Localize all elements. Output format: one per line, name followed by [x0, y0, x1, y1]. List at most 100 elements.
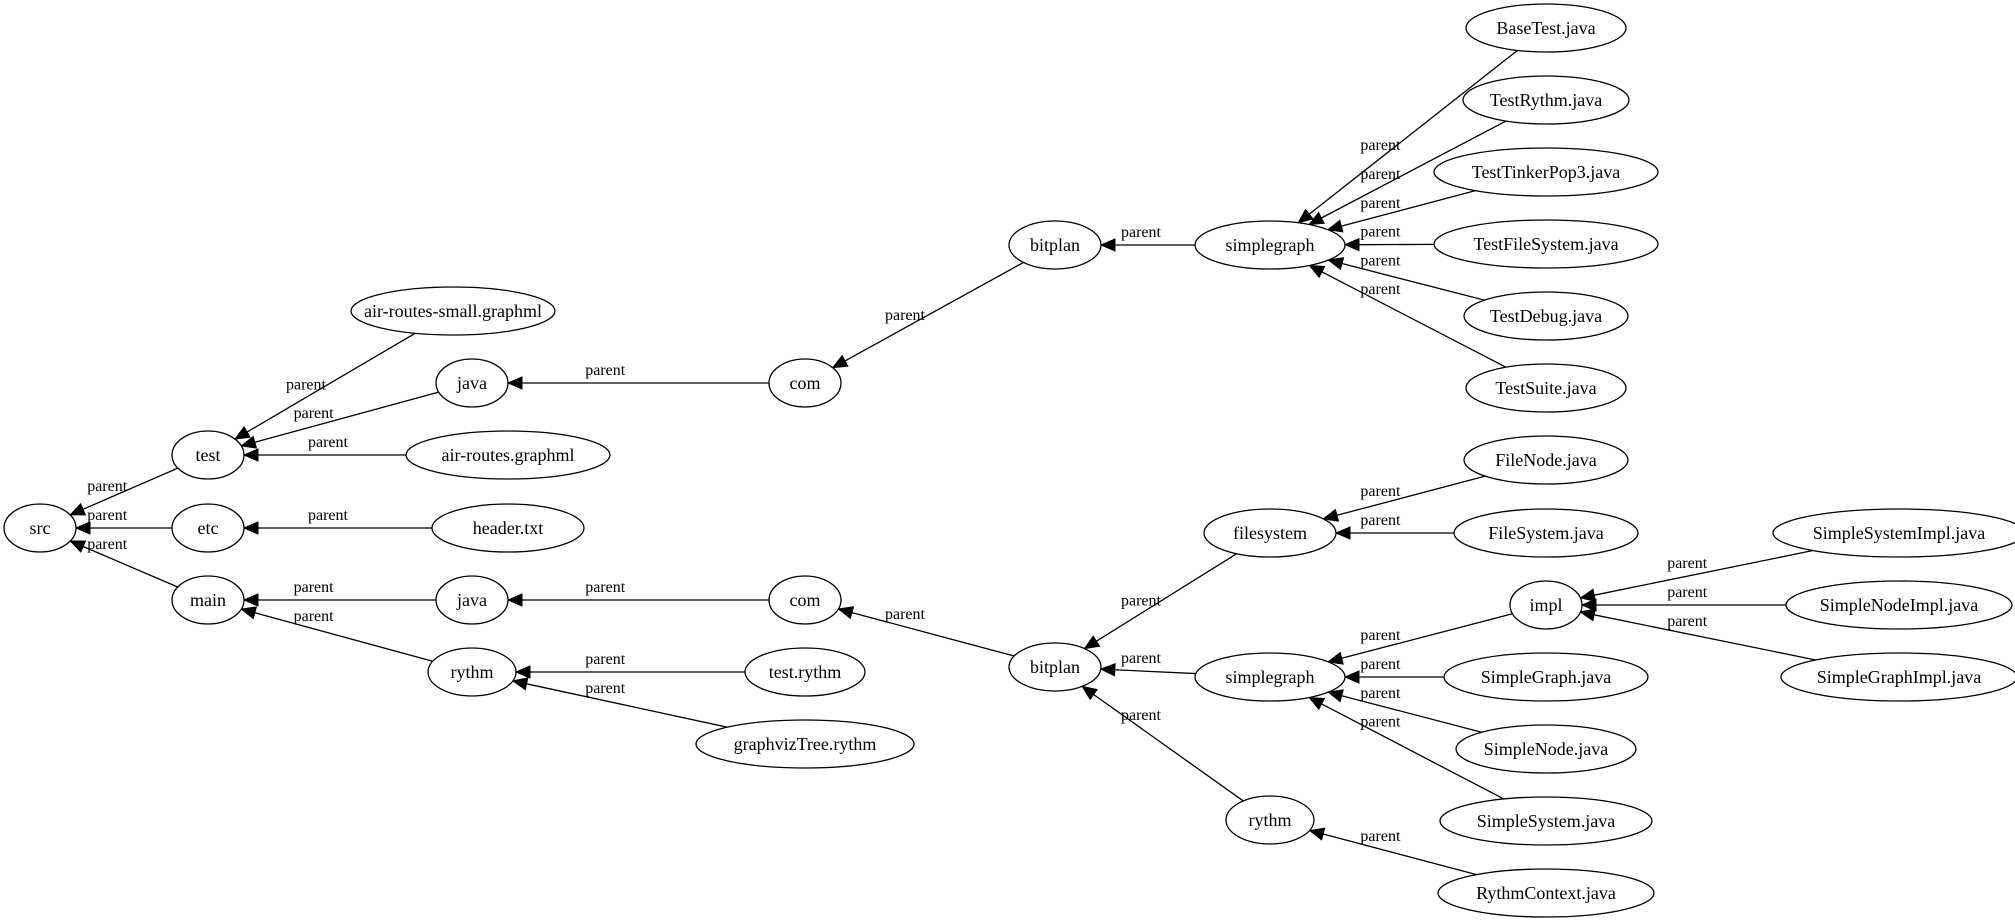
arrowhead — [1579, 588, 1596, 602]
node-ellipse — [1194, 220, 1346, 270]
edge-label: parent — [1121, 707, 1162, 724]
edge: parent — [68, 467, 179, 516]
node-label: SimpleSystem.java — [1477, 811, 1616, 831]
node-label: SimpleNode.java — [1484, 739, 1608, 759]
node-ellipse — [435, 575, 509, 625]
arrowhead — [242, 448, 259, 462]
arrowhead — [69, 540, 87, 553]
edge-line — [1594, 549, 1814, 596]
edge-label: parent — [885, 606, 926, 623]
node-ellipse — [3, 503, 77, 553]
node-ellipse — [1463, 291, 1629, 341]
edge-line — [246, 332, 416, 433]
node-ellipse — [768, 358, 842, 408]
node-testtp3: TestTinkerPop3.java — [1433, 147, 1659, 197]
edge-line — [1341, 262, 1485, 301]
arrowhead — [1308, 264, 1326, 279]
arrowhead — [1343, 237, 1360, 252]
edge-line — [844, 261, 1024, 362]
arrowhead — [1334, 526, 1351, 540]
edge-line — [1341, 190, 1476, 227]
node-com-m: com — [768, 575, 842, 625]
arrowhead — [1083, 635, 1101, 650]
arrowhead — [233, 425, 251, 440]
arrowhead — [1326, 689, 1344, 703]
edge: parent — [240, 606, 433, 662]
edge-label: parent — [1121, 592, 1162, 609]
edge: parent — [240, 391, 439, 449]
arrowhead — [1580, 598, 1597, 612]
node-label: simplegraph — [1226, 667, 1315, 687]
edge-label: parent — [1360, 281, 1401, 298]
node-sg-t: simplegraph — [1194, 220, 1346, 270]
node-header: header.txt — [431, 503, 585, 553]
node-label: bitplan — [1030, 657, 1080, 677]
edge-label: parent — [1360, 483, 1401, 500]
node-java-t: java — [435, 358, 509, 408]
node-ellipse — [1465, 3, 1627, 53]
edge-label: parent — [1121, 224, 1162, 241]
node-label: SimpleGraph.java — [1481, 667, 1611, 687]
edge: parent — [69, 536, 178, 588]
edge: parent — [1081, 685, 1244, 802]
arrowhead — [1308, 696, 1326, 711]
edge: parent — [233, 332, 416, 440]
node-ssimpl: SimpleSystemImpl.java — [1772, 508, 2015, 558]
arrowhead — [68, 502, 87, 516]
node-rythm-b: rythm — [1225, 795, 1315, 845]
edge-label: parent — [585, 680, 626, 697]
arrowhead — [506, 593, 523, 607]
edge: parent — [1326, 190, 1476, 233]
node-main: main — [171, 575, 245, 625]
edge: parent — [1307, 120, 1507, 226]
edge-line — [1341, 695, 1482, 733]
edge: parent — [1099, 224, 1195, 252]
arrowhead — [1307, 211, 1325, 226]
node-label: filesystem — [1233, 523, 1307, 543]
node-label: TestSuite.java — [1495, 378, 1596, 398]
node-ellipse — [744, 647, 866, 697]
node-test: test — [171, 430, 245, 480]
edge-label: parent — [1360, 685, 1401, 702]
edge: parent — [242, 434, 406, 462]
edge-label: parent — [1360, 195, 1401, 212]
node-ellipse — [350, 286, 556, 336]
edge-label: parent — [1360, 714, 1401, 731]
node-air: air-routes.graphml — [405, 430, 611, 480]
node-snimpl: SimpleNodeImpl.java — [1785, 580, 2013, 630]
node-etc: etc — [171, 503, 245, 553]
node-label: bitplan — [1030, 235, 1080, 255]
node-sg-m: simplegraph — [1194, 652, 1346, 702]
arrowhead — [1327, 257, 1345, 271]
edge: parent — [506, 362, 769, 390]
arrowhead — [1099, 663, 1116, 677]
node-label: main — [190, 590, 226, 610]
node-ellipse — [1455, 724, 1637, 774]
node-label: com — [790, 590, 821, 610]
arrowhead — [74, 521, 91, 535]
node-label: com — [790, 373, 821, 393]
node-basetest: BaseTest.java — [1465, 3, 1627, 53]
arrowhead — [1322, 508, 1340, 522]
node-sgraph: SimpleGraph.java — [1443, 652, 1649, 702]
node-gvtree: graphvizTree.rythm — [695, 719, 915, 769]
node-ellipse — [1194, 652, 1346, 702]
node-impl: impl — [1509, 580, 1583, 630]
edge-line — [1341, 613, 1513, 659]
arrowhead — [1326, 651, 1344, 665]
node-ellipse — [1780, 652, 2015, 702]
node-ssystem: SimpleSystem.java — [1439, 796, 1653, 846]
node-label: etc — [198, 518, 219, 538]
node-ellipse — [1008, 220, 1102, 270]
edge: parent — [74, 507, 172, 535]
edge: parent — [506, 579, 769, 607]
arrowhead — [837, 606, 855, 620]
node-ellipse — [1437, 868, 1655, 918]
edge-label: parent — [1360, 512, 1401, 529]
edge-label: parent — [87, 536, 128, 553]
edge-label: parent — [87, 478, 128, 495]
edge: parent — [1327, 252, 1485, 301]
node-ellipse — [1785, 580, 2013, 630]
edge: parent — [1579, 549, 1814, 602]
